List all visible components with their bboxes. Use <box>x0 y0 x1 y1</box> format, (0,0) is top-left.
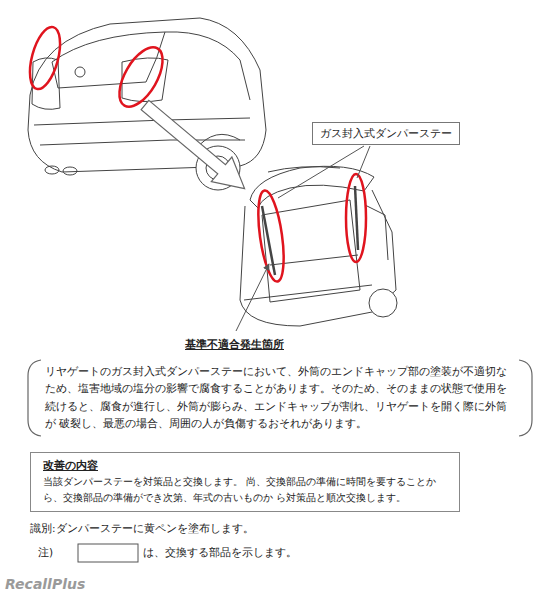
highlight-ellipse <box>346 174 366 262</box>
part-label-box: ガス封入式ダンパーステー <box>312 122 460 145</box>
box-heading: 改善の内容 <box>43 457 447 474</box>
highlight-ellipse <box>24 24 66 93</box>
box-heading: 基準不適合発生箇所 <box>45 336 515 354</box>
note-text: は、交換する部品を示します。 <box>143 546 297 560</box>
bracket-stroke <box>28 360 41 436</box>
identification-note: 識別:ダンパーステーに黄ペンを塗布します。 <box>30 522 254 536</box>
box-text: 当該ダンパーステーを対策品と交換します。 尚、交換部品の準備に時間を要することか… <box>43 474 447 505</box>
leader-line <box>357 146 370 178</box>
car-open-tailgate <box>240 166 397 326</box>
sample-box <box>78 544 138 562</box>
pointer-arrow <box>135 93 255 201</box>
bracket-stroke <box>519 360 532 436</box>
remedy-box: 改善の内容当該ダンパーステーを対策品と交換します。 尚、交換部品の準備に時間を要… <box>30 452 460 512</box>
box-text: リヤゲートのガス封入式ダンパーステーにおいて、外筒のエンドキャップ部の塗装が不適… <box>45 358 515 438</box>
leader-line <box>278 146 364 198</box>
leader-arrow <box>236 264 269 331</box>
box-text: ガス封入式ダンパーステー <box>320 126 452 141</box>
note-marker: 注) <box>38 546 53 560</box>
watermark: RecallPlus <box>5 576 85 592</box>
defect-bracket: 基準不適合発生箇所リヤゲートのガス封入式ダンパーステーにおいて、外筒のエンドキャ… <box>25 336 535 438</box>
highlight-ellipse <box>254 189 289 283</box>
highlight-ellipse <box>111 40 172 113</box>
